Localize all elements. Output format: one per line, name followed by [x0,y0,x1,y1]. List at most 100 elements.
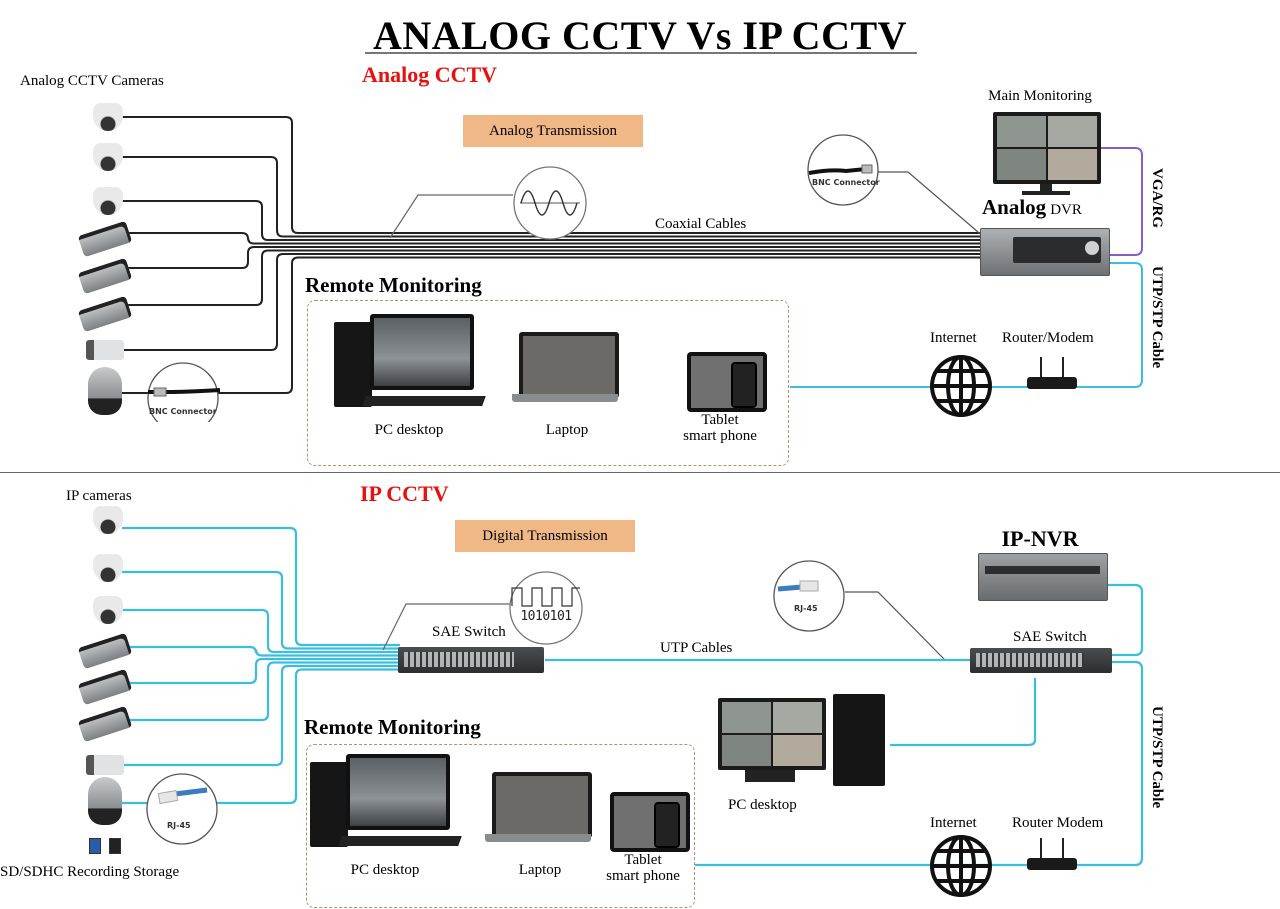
desktop-pc-icon [334,312,486,412]
ip-section-title: IP CCTV [360,481,449,506]
remote-laptop: Laptop [492,312,642,439]
digital-bits: 1010101 [520,609,571,624]
analog-cameras-label: Analog CCTV Cameras [20,73,164,89]
section-divider [0,472,1280,473]
remote-device-label: Laptop [518,862,562,878]
ip-cameras-label: IP cameras [66,488,132,504]
utp-cable [122,664,400,767]
ptz-camera-icon [88,367,122,415]
utp-cable [122,661,400,722]
coax-cable [122,256,980,394]
nvr-label: IP-NVR [1001,526,1079,551]
svg-text:BNC Connector: BNC Connector [149,407,217,416]
analog-remote-box [307,300,789,466]
remote-laptop: Laptop [465,752,615,879]
vga-cable-label: VGA/RG [1149,168,1165,228]
main-monitoring-label: Main Monitoring [988,88,1092,104]
storage-label: SD/SDHC Recording Storage [0,864,180,880]
digital-signal-icon: 1010101 [509,571,583,645]
coax-cable [122,232,980,245]
dome-camera-icon [93,554,123,582]
coax-cable [122,116,980,234]
analog-section-title: Analog CCTV [362,62,498,87]
ip-router-label: Router Modem [1012,815,1104,831]
dome-camera-icon [93,103,123,131]
laptop-icon [492,312,642,412]
analog-router-label: Router/Modem [1002,330,1094,346]
remote-device-label: PC desktop [374,422,444,438]
svg-text:RJ-45: RJ-45 [167,821,191,830]
sdhc-card-icon [109,838,121,854]
globe-icon [930,355,992,417]
coax-cable [122,246,980,269]
dome-camera-icon [93,506,123,534]
rj45-connector-icon: RJ-45 [773,560,845,632]
bnc-callout-line [878,171,986,239]
box-camera-icon [86,340,124,360]
dome-camera-icon [93,187,123,215]
remote-desktop-pc: PC desktop [310,752,462,879]
desktop-pc-icon [310,752,462,852]
remote-device-label: Laptop [545,422,589,438]
ip-local-monitor [718,698,826,770]
remote-desktop-pc: PC desktop [334,312,486,439]
laptop-icon [465,752,615,852]
switch-2-label: SAE Switch [1013,629,1087,645]
router-icon [1027,838,1077,870]
ptz-camera-icon [88,777,122,825]
analog-utp-cable-label: UTP/STP Cable [1149,266,1165,369]
rj45-connector-icon: RJ-45 [146,773,218,845]
utp-cable [122,526,400,647]
coax-cable [122,200,980,241]
nvr-cable [1105,583,1144,657]
ip-utp-cable [695,660,1144,867]
rj45-callout-line [845,591,946,661]
ip-utp-cable-label: UTP/STP Cable [1149,706,1165,809]
dvr-label: Analog DVR [982,195,1082,219]
title-underline [365,52,917,54]
coax-cable-label: Coaxial Cables [655,216,747,232]
coax-cable [122,249,980,306]
analog-dvr [980,228,1110,276]
switch-pc-cable [890,678,1037,747]
utp-cable [122,645,400,657]
bnc-connector-icon: BNC Connector [147,362,220,422]
network-switch-2 [970,648,1112,673]
page-title: ANALOG CCTV Vs IP CCTV [372,13,908,58]
analog-utp-cable [790,262,1143,388]
utp-cable [122,668,400,805]
ip-nvr [978,553,1108,601]
ip-internet-label: Internet [930,815,977,831]
remote-device-label: PC desktop [350,862,420,878]
globe-icon [930,835,992,897]
digital-transmission-tag: Digital Transmission [455,520,635,552]
signal-callout-line [389,194,513,239]
ip-local-pc-tower [833,694,885,786]
analog-transmission-tag: Analog Transmission [463,115,643,147]
coax-cable [122,156,980,238]
digital-callout-line [382,603,512,651]
utp-cable [122,570,400,650]
sd-card-icon [89,838,101,854]
svg-text:RJ-45: RJ-45 [794,604,818,613]
bnc-connector-icon: BNC Connector [807,134,880,206]
switch-1-label: SAE Switch [432,624,506,640]
tablet-phone-icon [645,312,795,412]
network-switch-1 [398,647,544,673]
dome-camera-icon [93,143,123,171]
analog-remote-title: Remote Monitoring [305,273,482,297]
coax-cable [122,253,980,351]
analog-internet-label: Internet [930,330,977,346]
ip-remote-box [306,744,695,908]
dome-camera-icon [93,596,123,624]
sine-wave-icon [513,166,587,240]
vga-cable [1100,147,1143,256]
tablet-phone-icon [568,752,718,852]
utp-cable [122,657,400,685]
ip-remote-title: Remote Monitoring [304,715,481,739]
utp-cable [122,608,400,654]
